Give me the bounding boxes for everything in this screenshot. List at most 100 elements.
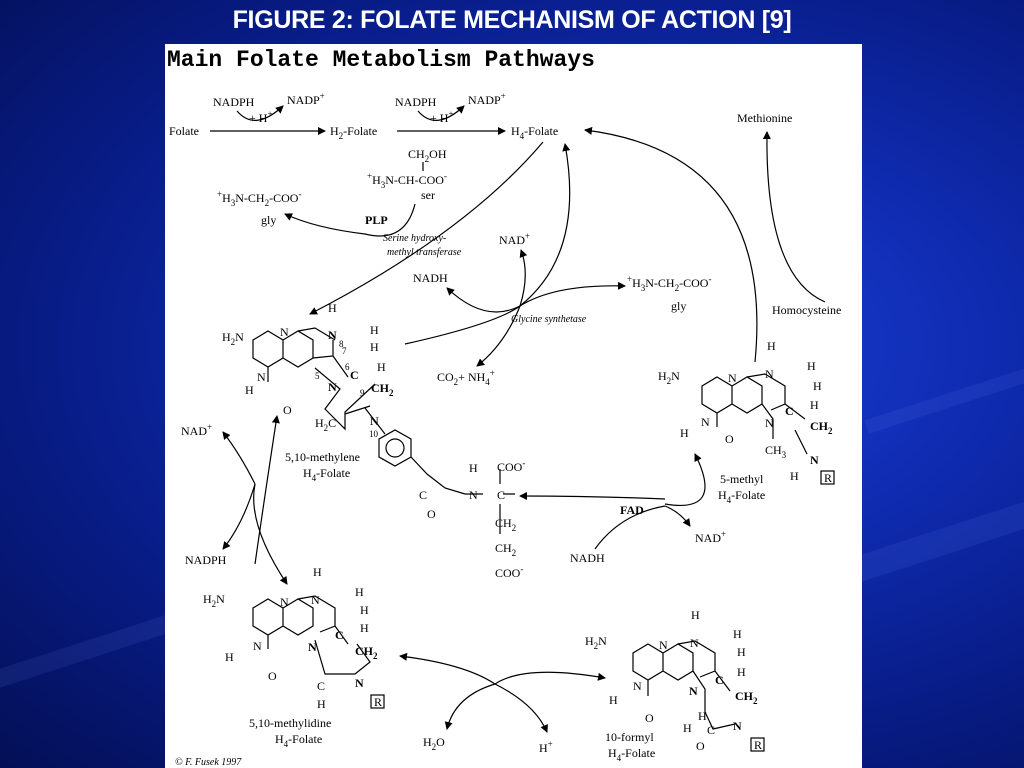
h-plus-label: H+ bbox=[539, 739, 553, 755]
atom-h: H bbox=[683, 721, 692, 735]
atom-h: H bbox=[317, 697, 326, 711]
atom-n: N bbox=[253, 639, 262, 653]
h2-folate-label: H2-Folate bbox=[330, 124, 377, 141]
gcs-to-h4-arrow bbox=[519, 143, 571, 307]
atom-c: C bbox=[497, 488, 505, 502]
atom-n: N bbox=[311, 593, 320, 607]
atom-n: N bbox=[308, 640, 317, 654]
methylene-folate-structure: H2N N N H O H N 8 H H 7 6 C H 5 N 9 CH2 … bbox=[222, 301, 515, 534]
gcs-nad-label: NAD+ bbox=[499, 231, 530, 247]
glycine-right-formula: +H3N-CH2-COO- bbox=[627, 274, 711, 293]
r-group: R bbox=[754, 738, 762, 752]
cofactor-arrow-2 bbox=[417, 105, 465, 121]
glutamate-coo-1: COO- bbox=[497, 458, 525, 474]
glutamate-ch2-1: CH2 bbox=[495, 516, 516, 533]
atom-h: H bbox=[737, 665, 746, 679]
atom-n: N bbox=[280, 325, 289, 339]
mthfd-nadph-arrow bbox=[222, 483, 256, 550]
gcs-methylene-line bbox=[404, 305, 521, 345]
mthfr-nadh-line bbox=[594, 505, 666, 550]
mthfr-nad-arrow bbox=[664, 505, 691, 527]
atom-h: H bbox=[767, 339, 776, 353]
r-group: R bbox=[824, 471, 832, 485]
atom-h: H bbox=[733, 627, 742, 641]
atom-n: N bbox=[689, 684, 698, 698]
atom-n: N bbox=[280, 595, 289, 609]
atom-h: H bbox=[360, 603, 369, 617]
h2o-label: H2O bbox=[423, 735, 445, 752]
atom-n: N bbox=[328, 380, 337, 394]
glutamate-structure: C O N H C COO- CH2 CH2 COO- bbox=[419, 458, 525, 580]
atom-n: N bbox=[659, 638, 668, 652]
atom-c: C bbox=[715, 673, 724, 687]
atom-h: H bbox=[807, 359, 816, 373]
atom-c: C bbox=[335, 628, 344, 642]
methylene-to-methylidine-arrow bbox=[253, 483, 288, 585]
atom-h: H bbox=[680, 426, 689, 440]
position-7: 7 bbox=[342, 346, 347, 356]
position-8: 8 bbox=[339, 339, 344, 349]
h4-folate-label: H4-Folate bbox=[511, 124, 558, 141]
formyl-ch2: CH2 bbox=[735, 689, 758, 706]
cyclo-h2o-arrow bbox=[444, 683, 496, 730]
homocysteine-label: Homocysteine bbox=[772, 303, 841, 317]
atom-c: C bbox=[419, 488, 427, 502]
atom-h: H bbox=[355, 585, 364, 599]
atom-h: H bbox=[225, 650, 234, 664]
atom-n: N bbox=[257, 370, 266, 384]
atom-n: N bbox=[633, 679, 642, 693]
atom-c: C bbox=[350, 368, 359, 382]
formyl-folate-structure: H2N N N H O H N H H C H CH2 N H H C O N … bbox=[585, 608, 765, 753]
mthfr-nad-label: NAD+ bbox=[695, 529, 726, 545]
mthfd-nad-arrow bbox=[222, 431, 256, 485]
atom-o: O bbox=[427, 507, 436, 521]
nadph-label-1: NADPH bbox=[213, 95, 255, 109]
nadp-label-2: NADP+ bbox=[468, 91, 506, 107]
methylene-name-1: 5,10-methylene bbox=[285, 450, 360, 464]
methyl-to-glutamate-arrow bbox=[519, 492, 666, 501]
gcs-nadh-label: NADH bbox=[413, 271, 448, 285]
gcs-nad-arrow bbox=[519, 249, 528, 307]
position-6: 6 bbox=[345, 362, 350, 372]
pathway-diagram: Main Folate Metabolism Pathways Folate N… bbox=[167, 47, 841, 768]
methylene-h2c: H2C bbox=[315, 416, 336, 433]
glycine-left-name: gly bbox=[261, 213, 276, 227]
methylidine-to-formyl-arrow bbox=[494, 671, 606, 685]
atom-n: N bbox=[690, 636, 699, 650]
formyl-name-1: 10-formyl bbox=[605, 730, 654, 744]
r-group-box bbox=[750, 737, 765, 752]
h-label-2: + H+ bbox=[430, 109, 454, 125]
r-group: R bbox=[374, 695, 382, 709]
atom-h: H bbox=[469, 461, 478, 475]
atom-n: N bbox=[370, 414, 379, 428]
position-10: 10 bbox=[369, 429, 379, 439]
co2-nh4-label: CO2+ NH4+ bbox=[437, 368, 495, 387]
fad-label: FAD bbox=[620, 503, 644, 517]
serine-ch2oh: CH2OH bbox=[408, 147, 447, 164]
methyl-folate-structure: H2N N N H O H N H H C H CH2 N CH3 N H R bbox=[658, 339, 835, 485]
figure-title: Main Folate Metabolism Pathways bbox=[167, 47, 595, 73]
methyl-h2n: H2N bbox=[658, 369, 680, 386]
gcs-co2-arrow bbox=[476, 305, 521, 367]
atom-h: H bbox=[790, 469, 799, 483]
glycine-left-formula: +H3N-CH2-COO- bbox=[217, 189, 301, 208]
cyclo-h-arrow bbox=[494, 683, 548, 733]
atom-n: N bbox=[355, 676, 364, 690]
atom-h: H bbox=[377, 360, 386, 374]
slide-title: FIGURE 2: FOLATE MECHANISM OF ACTION [9] bbox=[232, 6, 792, 34]
atom-c: C bbox=[707, 723, 715, 737]
methylene-ch2: CH2 bbox=[371, 381, 394, 398]
atom-h: H bbox=[737, 645, 746, 659]
nadph-label-2: NADPH bbox=[395, 95, 437, 109]
methylene-h2n: H2N bbox=[222, 330, 244, 347]
atom-o: O bbox=[283, 403, 292, 417]
serine-formula: +H3N-CH-COO- bbox=[367, 171, 447, 190]
atom-h: H bbox=[609, 693, 618, 707]
mthfd-nadph-label: NADPH bbox=[185, 553, 227, 567]
methylidine-name-2: H4-Folate bbox=[275, 732, 322, 749]
glycine-right-name: gly bbox=[671, 299, 686, 313]
atom-n: N bbox=[701, 415, 710, 429]
atom-h: H bbox=[328, 301, 337, 315]
nadp-label-1: NADP+ bbox=[287, 91, 325, 107]
methylidine-ch2: CH2 bbox=[355, 644, 378, 661]
